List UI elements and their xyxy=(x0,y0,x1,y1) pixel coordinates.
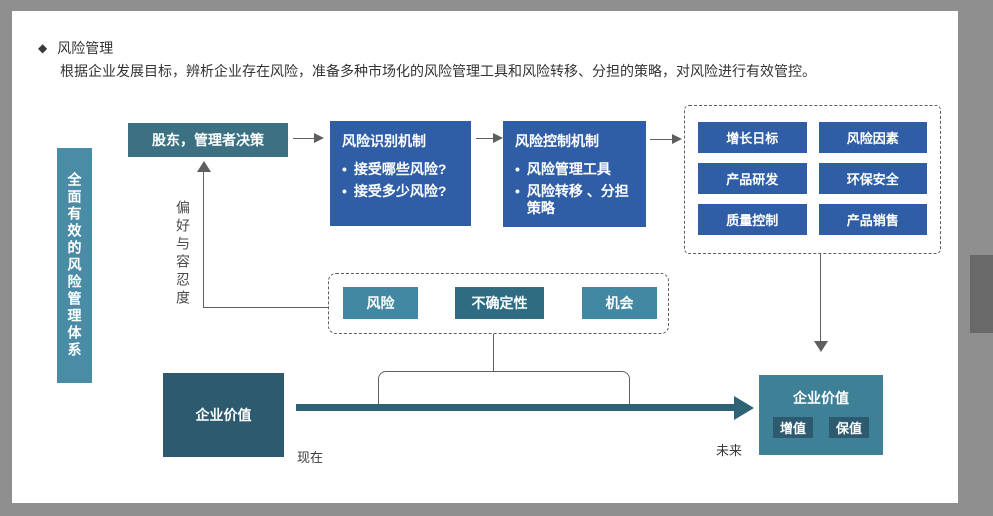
decision-box: 股东，管理者决策 xyxy=(128,123,288,157)
identify-bullet-2: 接受多少风险? xyxy=(342,183,447,200)
page-title: 风险管理 xyxy=(57,40,114,56)
value-future-badges: 增值 保值 xyxy=(773,417,869,438)
value-future-box: 企业价值 增值 保值 xyxy=(759,375,883,455)
line-preference-to-factors xyxy=(203,307,328,308)
target-box-quality: 质量控制 xyxy=(698,204,807,235)
slide-page: ◆ 风险管理 根据企业发展目标，辨析企业存在风险，准备多种市场化的风险管理工具和… xyxy=(12,11,958,503)
section-description: 根据企业发展目标，辨析企业存在风险，准备多种市场化的风险管理工具和风险转移、分担… xyxy=(60,63,816,79)
target-box-environment: 环保安全 xyxy=(818,163,927,194)
now-label: 现在 xyxy=(297,450,324,465)
arrow-targets-to-future-value xyxy=(813,254,828,352)
future-label: 未来 xyxy=(716,443,743,458)
value-future-title: 企业价值 xyxy=(793,390,849,406)
bracket-connector xyxy=(378,371,630,404)
factor-box-opportunity: 机会 xyxy=(582,287,657,319)
factor-box-risk: 风险 xyxy=(343,287,418,319)
identify-bullet-1-text: 接受哪些风险? xyxy=(353,161,447,177)
control-bullet-1: 风险管理工具 xyxy=(515,161,611,178)
line-factors-down xyxy=(493,334,494,371)
factors-panel xyxy=(328,273,669,334)
target-box-rnd: 产品研发 xyxy=(698,163,807,194)
preference-label: 偏好与容忍度 xyxy=(175,200,191,308)
value-timeline-arrowhead xyxy=(734,396,754,420)
identify-bullet-1: 接受哪些风险? xyxy=(342,161,447,178)
target-box-risk-factors: 风险因素 xyxy=(818,122,927,153)
badge-preserve: 保值 xyxy=(829,417,869,438)
factor-box-uncertainty: 不确定性 xyxy=(455,287,544,319)
target-box-growth: 增长日标 xyxy=(698,122,807,153)
arrow-identify-to-control xyxy=(476,133,503,143)
target-box-sales: 产品销售 xyxy=(818,204,927,235)
arrow-decision-to-identify xyxy=(293,133,324,143)
arrow-preference-up xyxy=(196,161,211,307)
identify-bullet-2-text: 接受多少风险? xyxy=(353,183,447,199)
risk-identify-title: 风险识别机制 xyxy=(342,133,426,149)
section-header: ◆ 风险管理 xyxy=(38,38,113,58)
control-bullet-1-text: 风险管理工具 xyxy=(526,161,611,177)
value-now-box: 企业价值 xyxy=(163,373,284,457)
badge-appreciate: 增值 xyxy=(773,417,813,438)
risk-system-bar: 全面有效的风险管理体系 xyxy=(57,148,92,383)
risk-control-title: 风险控制机制 xyxy=(515,133,599,149)
arrow-control-to-targets xyxy=(650,134,682,144)
targets-panel: 增长日标 风险因素 产品研发 环保安全 质量控制 产品销售 xyxy=(684,105,941,254)
risk-control-box: 风险控制机制 风险管理工具 风险转移 、分担策略 xyxy=(503,121,646,227)
control-bullet-2-text: 风险转移 、分担策略 xyxy=(526,183,629,216)
value-timeline-bar xyxy=(296,404,734,411)
risk-identify-box: 风险识别机制 接受哪些风险? 接受多少风险? xyxy=(330,121,471,226)
diamond-bullet-icon: ◆ xyxy=(38,41,48,55)
scrollbar-thumb[interactable] xyxy=(970,255,993,333)
control-bullet-2: 风险转移 、分担策略 xyxy=(515,183,634,217)
